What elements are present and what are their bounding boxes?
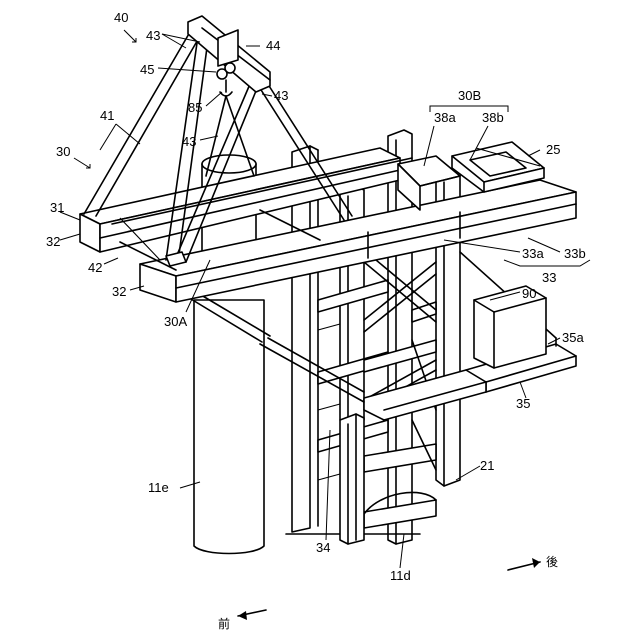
label-32-lower: 32 [112,284,126,299]
label-43-right: 43 [274,88,288,103]
label-45: 45 [140,62,154,77]
direction-front: 前 [218,616,230,631]
label-44: 44 [266,38,280,53]
label-21: 21 [480,458,494,473]
label-85: 85 [188,100,202,115]
label-35: 35 [516,396,530,411]
label-38a: 38a [434,110,456,125]
direction-rear: 後 [546,555,558,569]
label-30B: 30B [458,88,481,103]
label-33b: 33b [564,246,586,261]
label-30A: 30A [164,314,187,329]
label-43: 43 [146,28,160,43]
label-34: 34 [316,540,330,555]
column-34 [340,414,364,544]
label-32-upper: 32 [46,234,60,249]
direction-arrows [238,558,540,620]
label-11e: 11e [148,480,169,495]
label-40: 40 [114,10,128,25]
label-90: 90 [522,286,536,301]
label-11d: 11d [390,568,411,583]
label-33: 33 [542,270,556,285]
label-38b: 38b [482,110,504,125]
label-33a: 33a [522,246,544,261]
label-30: 30 [56,144,70,159]
label-42: 42 [88,260,102,275]
label-31: 31 [50,200,64,215]
label-43-lower: 43 [182,134,196,149]
label-41: 41 [100,108,114,123]
label-35a: 35a [562,330,584,345]
label-25: 25 [546,142,560,157]
